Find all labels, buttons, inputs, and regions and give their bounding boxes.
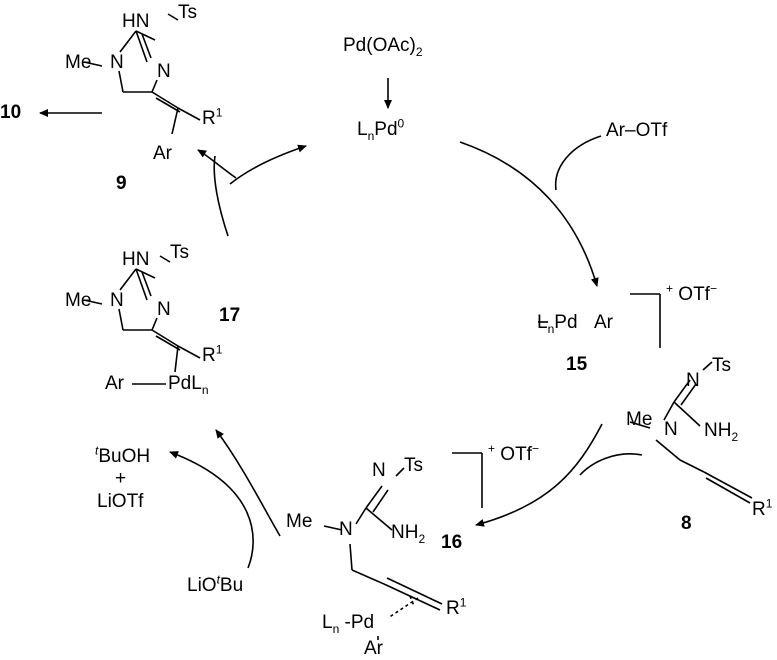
c9-ts-label: Ts: [178, 2, 197, 23]
compound-10-number: 10: [0, 102, 22, 123]
oxidative-addition-arrow: [459, 141, 599, 287]
c16-me-label: Me: [286, 511, 313, 532]
aminopalladation-arrow: [215, 429, 281, 537]
aryl-triflate-label: Ar–OTf: [606, 120, 668, 141]
cation-bracket-15: [538, 293, 661, 348]
pd-acetate-label: Pd(OAc)2: [343, 35, 423, 59]
compound-9-number: 9: [116, 173, 127, 194]
c8-ts-label: Ts: [712, 355, 731, 376]
compound-8-structure: [629, 361, 753, 504]
c16-n-label: N: [372, 460, 386, 481]
c17-n1-label: N: [110, 290, 124, 311]
c16-r1-label: R1: [446, 595, 467, 619]
c9-me-label: Me: [65, 52, 92, 73]
c9-hn-label: HN: [122, 11, 150, 32]
c9-n1-label: N: [110, 52, 124, 73]
c8-nh2-label: NH2: [704, 420, 739, 444]
c16-ts-label: Ts: [404, 455, 423, 476]
c16-nh2-label: NH2: [391, 522, 426, 546]
pd0-label: LnPd0: [357, 116, 405, 143]
c15-ar-label: Ar: [594, 312, 613, 333]
c8-n-label: N: [686, 370, 700, 391]
c16-lnpd-label: Ln -Pd: [322, 612, 375, 636]
c17-ar-label: Ar: [105, 373, 124, 394]
c17-ts-label: Ts: [170, 242, 189, 263]
alkyne-coordination-arrow: [475, 423, 603, 527]
c8-n2-label: N: [664, 419, 678, 440]
to-product-9-arrow: [197, 149, 237, 179]
compound-15-number: 15: [566, 354, 588, 375]
c8-me-label: Me: [626, 409, 653, 430]
compound-9-structure: [83, 13, 201, 135]
base-byproduct-arrow: [169, 451, 254, 569]
c17-pdln-label: PdLn: [168, 373, 209, 397]
c8-r1-label: R1: [752, 496, 773, 520]
reductive-elimination-stem: [213, 155, 229, 237]
c17-hn-label: HN: [122, 249, 150, 270]
base-label: LiOtBu: [187, 572, 244, 596]
catalyst-regeneration-arrow: [229, 144, 307, 185]
c9-r1-label: R1: [202, 105, 223, 129]
compound-16-structure: [323, 467, 443, 640]
c17-r1-label: R1: [202, 342, 223, 366]
compound-17-structure: [83, 255, 201, 385]
compound-17-number: 17: [219, 305, 241, 326]
compound-8-number: 8: [681, 513, 692, 534]
cation-bracket-16: [452, 452, 483, 508]
c16-charge-label: + OTf−: [488, 441, 539, 465]
liotf-label: LiOTf: [97, 491, 144, 512]
c16-n2-label: N: [339, 519, 353, 540]
c9-ar-label: Ar: [153, 143, 172, 164]
c9-n3-label: N: [157, 61, 171, 82]
c17-n3-label: N: [157, 299, 171, 320]
c15-charge-label: + OTf−: [666, 281, 717, 305]
c17-me-label: Me: [65, 290, 92, 311]
c15-lnpd-label: LnPd: [537, 312, 578, 336]
tbuoh-label: tBuOH: [95, 443, 151, 467]
compound-16-number: 16: [441, 532, 463, 553]
byproduct-plus-label: +: [115, 468, 127, 489]
substrate-feed-curve: [579, 453, 643, 476]
aryl-triflate-feed-curve: [554, 135, 602, 191]
c16-ar-label: Ar: [364, 638, 383, 659]
